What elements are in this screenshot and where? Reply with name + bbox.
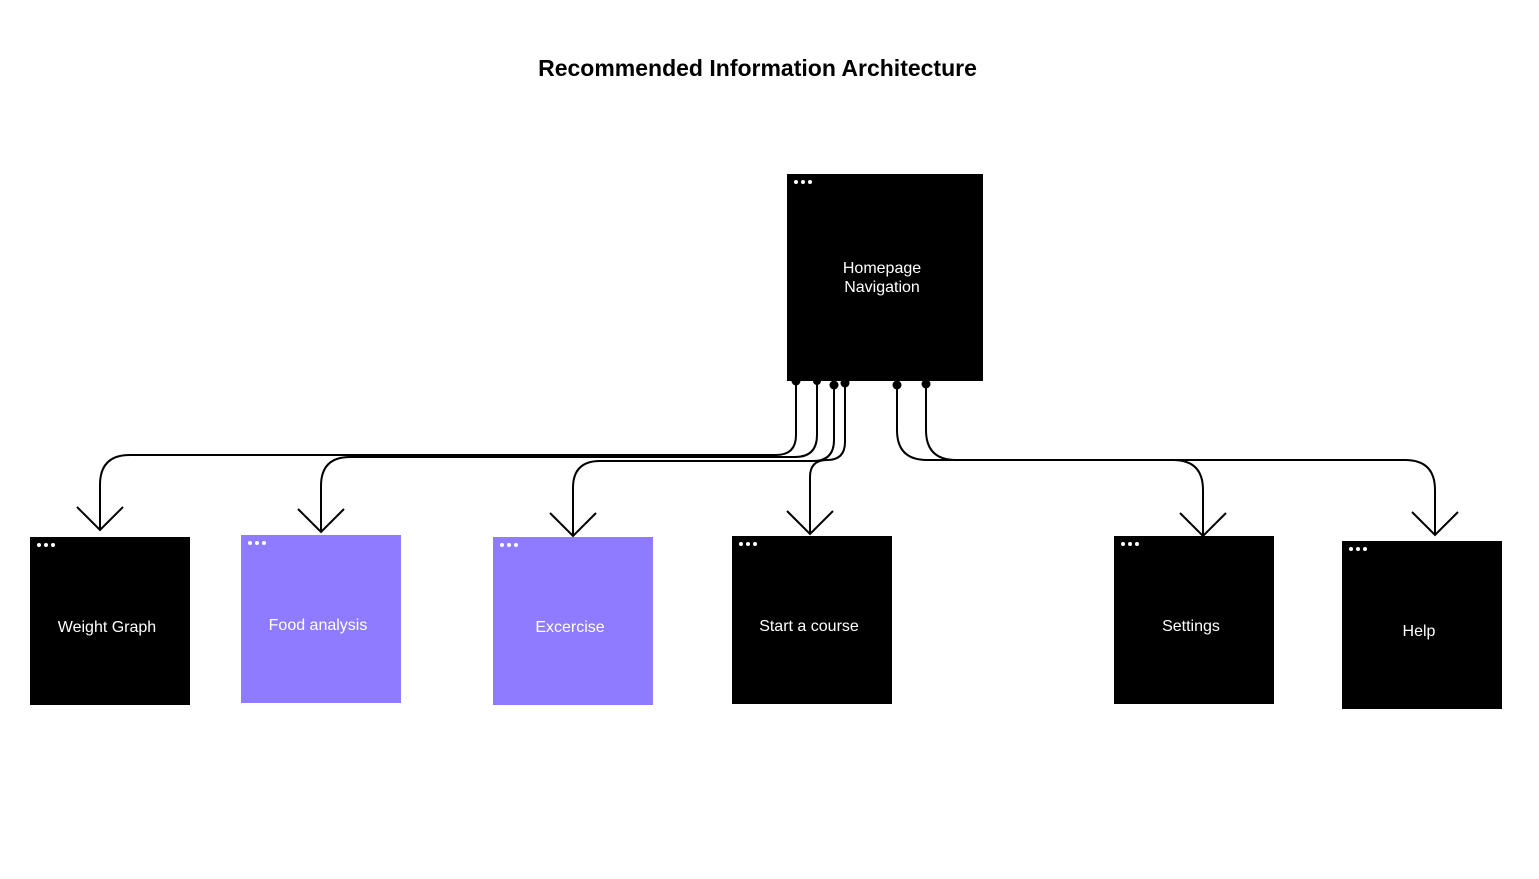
connector-excercise (572, 385, 835, 536)
connector-origin-dot (921, 379, 931, 389)
homepage-navigation-card[interactable]: Homepage Navigation (787, 174, 983, 381)
arrowhead-weight-graph (76, 506, 124, 532)
help-card[interactable]: Help (1342, 541, 1502, 709)
food-analysis-label: Food analysis (268, 616, 368, 634)
settings-card[interactable]: Settings (1114, 536, 1274, 704)
arrowhead-help (1411, 511, 1459, 537)
connector-weight-graph (99, 381, 797, 530)
weight-graph-card[interactable]: Weight Graph (30, 537, 190, 705)
weight-graph-label: Weight Graph (57, 618, 157, 636)
arrowhead-excercise (549, 512, 597, 538)
arrowhead-food-analysis (297, 508, 345, 534)
window-dots-icon (248, 541, 266, 545)
window-dots-icon (37, 543, 55, 547)
window-dots-icon (739, 542, 757, 546)
settings-label: Settings (1162, 617, 1220, 635)
help-label: Help (1402, 622, 1436, 640)
connector-help (925, 384, 1436, 535)
start-a-course-label: Start a course (759, 617, 859, 635)
start-a-course-card[interactable]: Start a course (732, 536, 892, 704)
connector-origin-dot (892, 380, 902, 390)
homepage-navigation-label: Homepage Navigation (842, 259, 922, 296)
window-dots-icon (1349, 547, 1367, 551)
window-dots-icon (794, 180, 812, 184)
arrowhead-start-a-course (786, 510, 834, 536)
connector-origin-dot (829, 380, 839, 390)
food-analysis-card[interactable]: Food analysis (241, 535, 401, 703)
diagram-title: Recommended Information Architecture (538, 55, 977, 81)
connector-food-analysis (320, 381, 818, 532)
window-dots-icon (500, 543, 518, 547)
excercise-label: Excercise (535, 618, 605, 636)
excercise-card[interactable]: Excercise (493, 537, 653, 705)
window-dots-icon (1121, 542, 1139, 546)
connector-start-a-course (809, 383, 846, 534)
